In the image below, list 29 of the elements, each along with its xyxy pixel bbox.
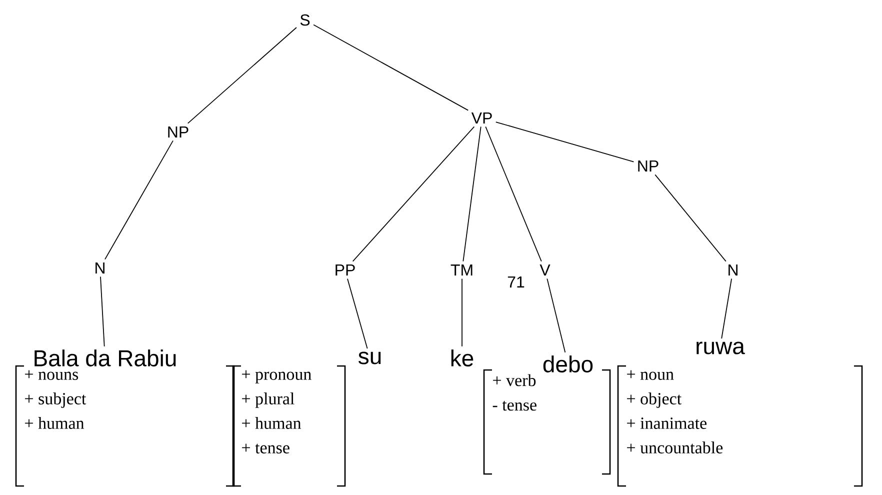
- tree-branch: [187, 27, 297, 124]
- category-label: N: [96, 262, 104, 274]
- tree-branch: [721, 278, 732, 339]
- tree-branch: [100, 276, 105, 347]
- category-label: V: [540, 264, 550, 276]
- word-label: ruwa: [696, 342, 745, 354]
- tree-branch: [462, 126, 482, 262]
- tree-branch: [347, 278, 368, 349]
- category-label: S: [300, 14, 310, 26]
- category-label: PP: [336, 264, 355, 276]
- number-label: 71: [508, 276, 524, 288]
- tree-branch: [485, 126, 542, 262]
- feature-matrix: + noun + object + inanimate + uncountable: [617, 365, 863, 487]
- category-label: NP: [168, 126, 188, 138]
- tree-branch: [104, 140, 174, 260]
- category-label: N: [728, 264, 738, 276]
- tree-branch: [546, 278, 566, 353]
- tree-branch: [352, 126, 475, 262]
- feature-matrix: + pronoun + plural + human + tense: [232, 365, 346, 487]
- category-label: NP: [638, 160, 658, 172]
- category-label: VP: [471, 112, 492, 124]
- word-label: su: [358, 352, 381, 364]
- word-label: ke: [451, 350, 474, 366]
- tree-branch: [654, 174, 726, 262]
- tree-branch: [313, 24, 469, 111]
- tree-branch: [495, 122, 634, 162]
- category-label: TM: [450, 264, 472, 276]
- feature-matrix: + nouns + subject + human: [15, 365, 235, 487]
- word-label: Bala da Rabiu: [34, 350, 176, 366]
